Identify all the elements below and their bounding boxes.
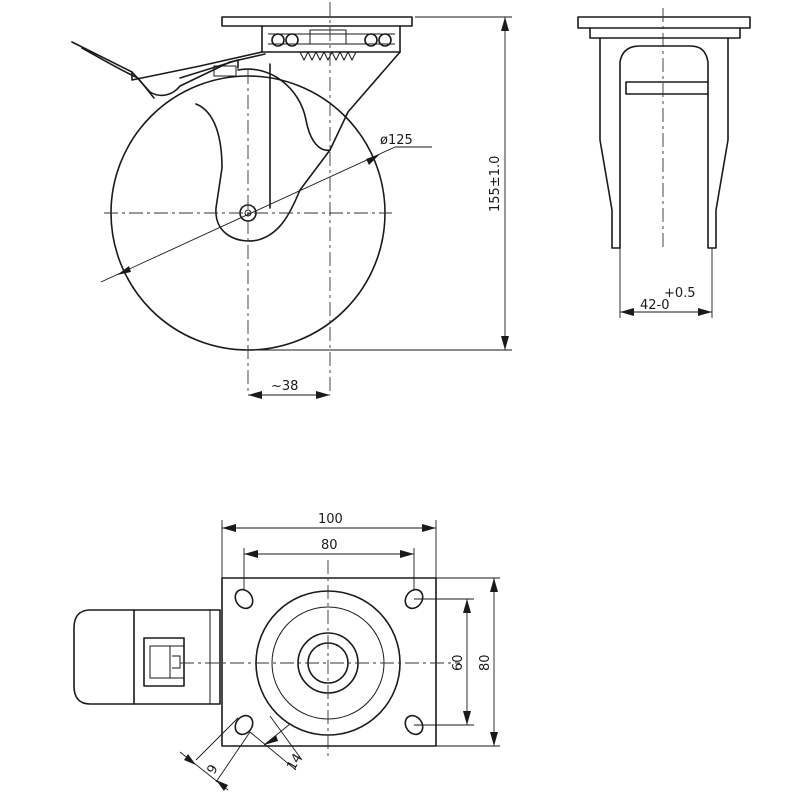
front-view	[577, 8, 751, 250]
brake-block	[213, 65, 237, 77]
tolerance-upper-label: +0.5	[664, 286, 696, 301]
dim-arrow	[463, 711, 471, 725]
dim-arrow	[620, 308, 634, 316]
mounting-hole	[234, 588, 254, 610]
bearing-ball	[271, 33, 285, 47]
swivel-housing	[261, 25, 401, 53]
hole-dim-b-label: 14	[284, 751, 305, 773]
side-top-plate	[221, 16, 413, 27]
fork-width-dimension: +0.5 42-0	[619, 248, 713, 318]
dim-arrow	[366, 154, 380, 165]
brake-pedal	[73, 609, 135, 705]
diameter-leader	[100, 146, 396, 283]
fork-width-label: 42-0	[640, 298, 670, 313]
plate-width-label: 100	[318, 512, 343, 527]
dim-arrow	[316, 391, 330, 399]
swivel-center-block	[309, 29, 347, 45]
bearing-ball	[364, 33, 378, 47]
bearing-ball	[285, 33, 299, 47]
fork-front-edge	[329, 51, 401, 151]
dim-arrow	[422, 524, 436, 532]
fork-outline	[599, 37, 729, 249]
fork-crossbar	[625, 81, 709, 95]
dim-arrow	[222, 524, 236, 532]
dim-arrow	[490, 578, 498, 592]
dim-arrow	[501, 17, 509, 31]
offset-dimension: ~38	[248, 379, 330, 399]
dim-arrow	[244, 550, 258, 558]
hole-spacing-x-label: 80	[321, 538, 338, 553]
diameter-dimension: ø125	[100, 133, 432, 283]
hole-spacing-y-dimension: 60	[414, 598, 474, 726]
diameter-label: ø125	[380, 133, 413, 148]
hole-dim-a-label: 9	[204, 762, 221, 777]
brake-box-outer	[143, 637, 185, 687]
brake-box-inner	[149, 645, 171, 679]
hole-spacing-y-label: 60	[451, 654, 466, 671]
brake-box-detail	[170, 645, 184, 679]
swivel-teeth	[299, 50, 357, 62]
dim-arrow	[184, 754, 196, 765]
offset-label: ~38	[271, 379, 298, 394]
plate-depth-dimension: 80	[436, 577, 500, 747]
front-swivel-ring	[589, 27, 741, 39]
brake-lever-arm	[131, 51, 263, 81]
brake-link	[179, 59, 239, 79]
top-view	[73, 560, 460, 760]
dim-arrow	[463, 599, 471, 613]
dim-arrow	[216, 780, 228, 791]
dim-arrow	[501, 336, 509, 350]
bearing-ball	[378, 33, 392, 47]
mounting-hole	[404, 714, 424, 736]
hole-spacing-x-dimension: 80	[243, 538, 415, 590]
top-mounting-plate	[221, 577, 437, 747]
brake-lever-lower	[81, 47, 155, 99]
dim-arrow	[248, 391, 262, 399]
hole-ext-line	[269, 715, 303, 761]
plate-width-dimension: 100	[221, 512, 437, 578]
mounting-hole	[404, 588, 424, 610]
side-view	[71, 2, 413, 395]
hole-ext-line	[195, 717, 239, 761]
plate-depth-label: 80	[478, 654, 493, 671]
dim-arrow	[400, 550, 414, 558]
brake-spring	[237, 68, 331, 151]
hole-size-dimensions: 9 14	[179, 715, 306, 791]
dim-arrow	[490, 732, 498, 746]
hole-ext-line	[215, 731, 251, 783]
dim-arrow	[698, 308, 712, 316]
dim-arrow	[264, 735, 278, 745]
mounting-hole	[234, 714, 254, 736]
height-label: 155±1.0	[488, 156, 503, 212]
front-top-plate	[577, 16, 751, 29]
height-dimension: 155±1.0	[248, 16, 512, 351]
fork-leg-outline	[195, 103, 331, 242]
brake-housing	[133, 609, 221, 705]
dim-arrow	[117, 266, 131, 275]
hole-ext-line	[249, 731, 297, 771]
